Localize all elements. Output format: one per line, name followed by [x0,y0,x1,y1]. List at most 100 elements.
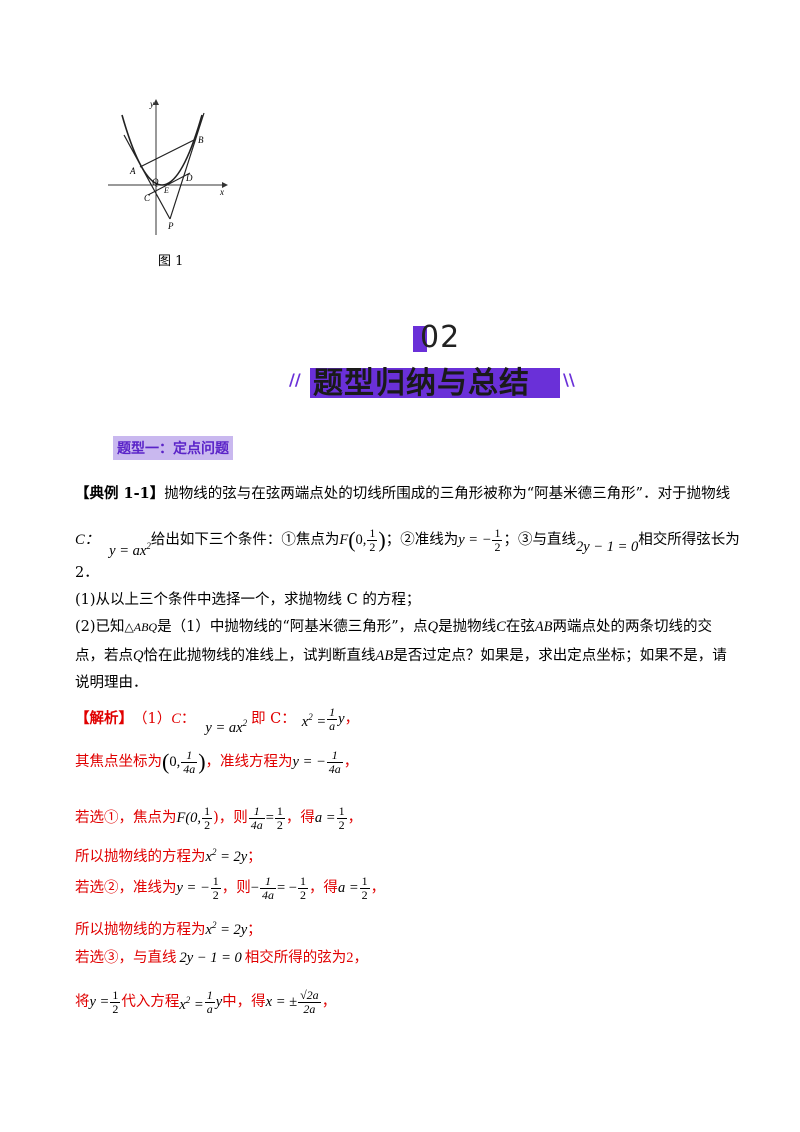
q2-text-d: 在弦 [505,619,535,635]
frac-num: 1 [326,748,343,763]
frac-den: 4a [328,761,341,776]
s6-eq-exp: 2 [211,920,217,930]
s5-a-eq: a = [337,880,359,896]
q2-text-c: 是抛物线 [438,619,497,635]
frac-num: 1 [248,804,265,819]
s2-paren-close: ) [198,749,206,774]
fig-label-e: E [163,186,169,195]
s6-eq-rest: = 2y [220,921,248,938]
frac-den: 4a [250,817,263,832]
s1-eq: y = ax2 [205,713,247,738]
s1-eq-exp: 2 [242,717,248,728]
curve-eq-text: y = ax [109,542,147,559]
s3-end: ， [347,810,363,826]
s7-line-eq: 2y − 1 = 0 [179,950,242,966]
example-line-3: 2． [75,565,99,581]
frac-num: 1 [210,873,221,889]
s3-a-eq: a = [314,810,336,826]
example-text-2d: 相交所得弦长为 [638,532,740,548]
s1-eq2-exp: 2 [308,711,313,722]
frac-den: a [206,1001,213,1016]
focus-x: 0, [355,532,367,548]
curve-equation: y = ax2 [109,536,151,561]
s7-text-a: 若选③，与直线 [75,950,177,966]
s2-paren-open: ( [162,749,170,774]
s5-text-c: ，得 [308,880,338,896]
frac-num: 1 [202,803,213,819]
example-text-2a: 给出如下三个条件：①焦点为 [150,532,340,548]
solution-line-6: 所以抛物线的方程为x2 = 2y； [75,915,262,940]
s5-text-b: ，则 [221,880,251,896]
s1-eq-text: y = ax [205,719,243,736]
s3-focus: F(0, [176,810,202,826]
question-2-line-3: 说明理由． [75,675,148,691]
frac-num: 1 [259,874,276,889]
frac-num: 1 [204,987,215,1003]
frac-den: 2 [361,887,368,902]
directrix-eq: y = − [458,532,492,548]
frac-den: 2 [299,887,306,902]
s4-eq-x: x [205,848,212,865]
solution-line-4: 所以抛物线的方程为x2 = 2y； [75,842,262,867]
q2-l2-text-c: 是否过定点？如果是，求出定点坐标；如果不是，请 [393,648,727,664]
solution-tag: 【解析】 [75,710,133,727]
frac-den: 2 [212,887,219,902]
fig-label-d: D [185,173,193,183]
section-banner: 02 题型归纳与总结 // \\ [285,320,585,401]
example-text-1: 抛物线的弦与在弦两端点处的切线所围成的三角形被称为“阿基米德三角形”．对于抛物线 [164,486,731,502]
s3-text-c: ，得 [285,810,315,826]
point-q: Q [427,619,439,635]
frac-den: 2 [369,539,376,554]
section-number: 02 [420,320,461,355]
s8-text-c: 中，得 [222,994,266,1010]
focus-f: F [339,532,349,548]
section-left-marks: // [289,370,301,389]
s8-eq-exp: 2 [185,994,191,1005]
q2-text-b: 是（1）中抛物线的“阿基米德三角形”，点 [157,619,428,635]
frac-den: 2 [112,1001,119,1016]
question-2-line-2: 点，若点Q恰在此抛物线的准线上，试判断直线AB是否过定点？如果是，求出定点坐标；… [75,646,727,666]
s4-end: ； [247,848,262,865]
paren-open: ( [348,527,356,552]
type-heading: 题型一：定点问题 [113,436,233,460]
frac-den: 4a [183,761,196,776]
s1-curve-c: C [171,711,181,727]
s7-value: 2 [346,950,354,966]
fig-label-p: P [167,221,174,231]
frac-num: 1 [359,873,370,889]
s1-eq2-equals: = [316,713,327,730]
frac-num: √2a [298,987,321,1003]
frac-num: 1 [367,525,378,541]
s5-neg: − [250,880,259,896]
frac-den: 2a [303,1001,316,1016]
section-title: 题型归纳与总结 [313,366,530,401]
fig-label-q: Q [152,177,159,187]
frac-num: 1 [336,803,347,819]
fig-label-b: B [198,135,204,145]
s4-eq-rest: = 2y [220,848,248,865]
curve-eq-exp: 2 [146,540,151,551]
s1-end: ， [344,711,360,727]
s1-eq2-x: x [301,713,309,730]
q2-text-e: 两端点处的两条切线的交 [552,619,713,635]
section-title-bar [310,368,560,398]
example-tag: 【典例 1-1】 [75,485,165,502]
line-eq: 2y − 1 = 0 [575,539,639,555]
s6-eq: x2 = 2y [206,920,248,938]
